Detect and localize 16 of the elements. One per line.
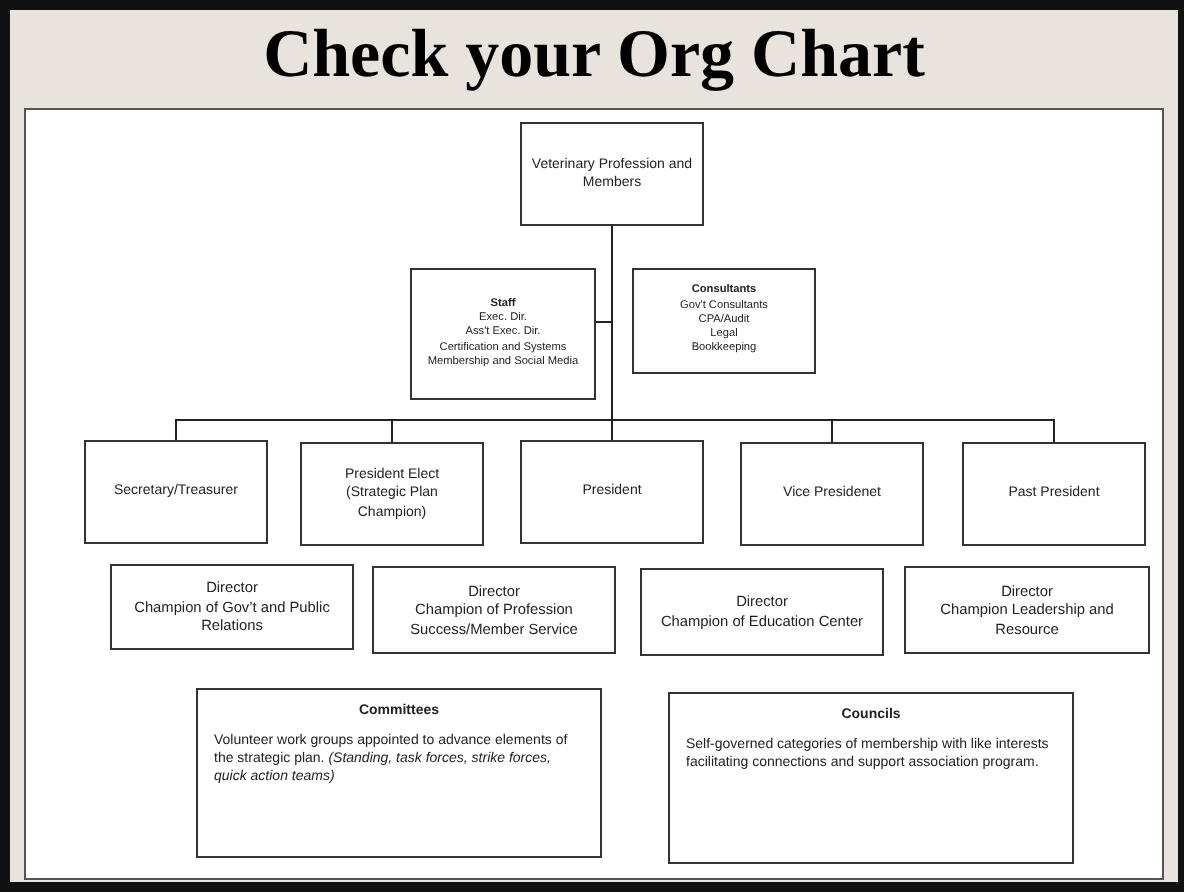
- org-box: [372, 566, 616, 654]
- org-box: [640, 568, 884, 656]
- org-box: [962, 442, 1146, 546]
- org-box: [300, 442, 484, 546]
- org-box: [410, 268, 596, 400]
- org-box: [110, 564, 354, 650]
- org-box: [904, 566, 1150, 654]
- org-box: [196, 688, 602, 858]
- org-box: [740, 442, 924, 546]
- org-box: [632, 268, 816, 374]
- org-box: [520, 440, 704, 544]
- connector-line: [611, 225, 1055, 443]
- org-box: [668, 692, 1074, 864]
- org-box: [84, 440, 268, 544]
- slide-title: Check your Org Chart: [261, 16, 927, 96]
- org-box: [520, 122, 704, 226]
